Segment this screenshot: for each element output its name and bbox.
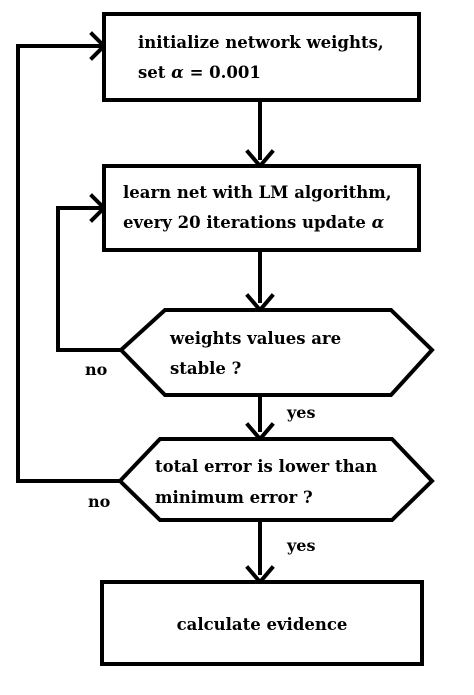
decision-total-error-line1: total error is lower than: [155, 457, 377, 476]
node-learn-line2: every 20 iterations update α: [123, 213, 385, 232]
connector-stable-no-loop: [56, 206, 121, 352]
decision-weights-stable-line2: stable ?: [170, 359, 241, 378]
decision-total-error-line2: minimum error ?: [155, 488, 313, 507]
node-calculate-evidence-label: calculate evidence: [177, 615, 348, 634]
node-initialize-line1: initialize network weights,: [138, 33, 384, 52]
decision-weights-stable: weights values are stable ?: [118, 308, 435, 397]
node-initialize-line2: set α = 0.001: [138, 63, 261, 82]
edge-label-stable-yes: yes: [286, 403, 315, 422]
decision-weights-stable-line1: weights values are: [169, 329, 341, 348]
node-initialize: initialize network weights, set α = 0.00…: [102, 12, 421, 102]
node-learn: learn net with LM algorithm, every 20 it…: [102, 164, 421, 252]
connector-error-no-loop: [16, 44, 120, 483]
edge-label-error-yes: yes: [286, 536, 315, 555]
node-learn-line1: learn net with LM algorithm,: [123, 183, 391, 202]
node-calculate-evidence: calculate evidence: [100, 580, 424, 666]
edge-label-stable-no: no: [85, 360, 108, 379]
edge-label-error-no: no: [88, 492, 111, 511]
decision-total-error: total error is lower than minimum error …: [117, 437, 435, 522]
